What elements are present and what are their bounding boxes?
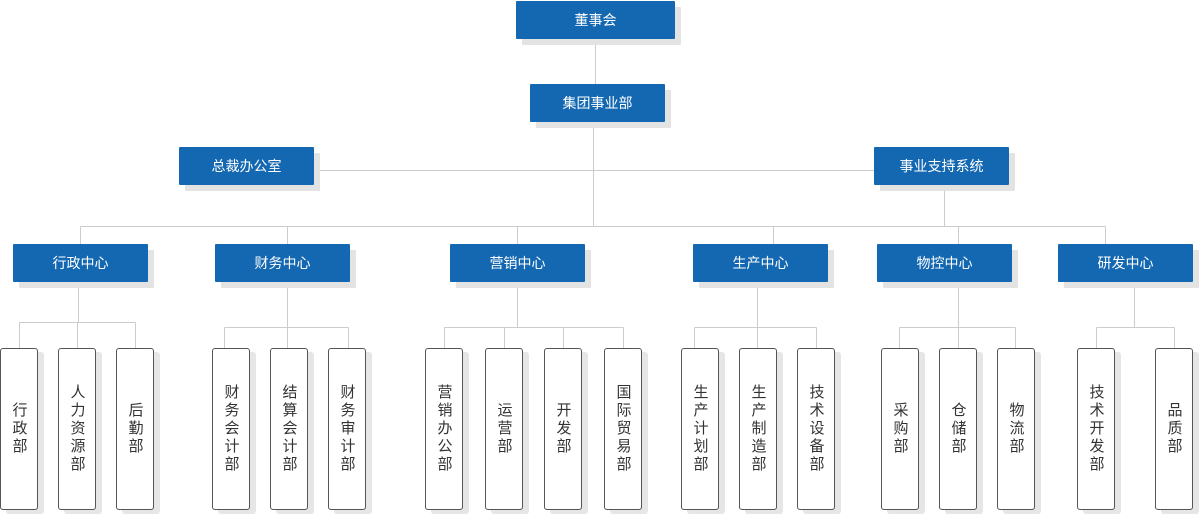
dept-label: 开发部: [554, 402, 573, 456]
dept-box: 营销办公部: [425, 348, 463, 510]
dept-label: 财务会计部: [222, 384, 241, 474]
dept-box: 品质部: [1155, 348, 1193, 510]
board-box: 董事会: [516, 1, 675, 39]
dept-box: 技术开发部: [1077, 348, 1115, 510]
center-label: 物控中心: [916, 256, 973, 272]
dept-label: 运营部: [495, 402, 514, 456]
dept-label: 人力资源部: [68, 384, 87, 474]
dept-label: 物流部: [1007, 402, 1026, 456]
dept-box: 行政部: [0, 348, 38, 510]
dept-box: 人力资源部: [58, 348, 96, 510]
board-label: 董事会: [574, 13, 617, 29]
dept-box: 采购部: [881, 348, 919, 510]
group-division-label: 集团事业部: [562, 96, 633, 112]
dept-label: 营销办公部: [435, 384, 454, 474]
dept-label: 国际贸易部: [614, 384, 633, 474]
dept-label: 技术开发部: [1087, 384, 1106, 474]
dept-box: 财务会计部: [212, 348, 250, 510]
dept-box: 生产计划部: [681, 348, 719, 510]
center-label: 行政中心: [52, 256, 109, 272]
dept-label: 采购部: [891, 402, 910, 456]
center-box-material-control: 物控中心: [877, 244, 1012, 282]
business-support-label: 事业支持系统: [899, 159, 984, 175]
dept-box: 开发部: [544, 348, 582, 510]
dept-box: 物流部: [997, 348, 1035, 510]
dept-label: 仓储部: [949, 402, 968, 456]
center-box-admin: 行政中心: [13, 244, 148, 282]
center-box-finance: 财务中心: [215, 244, 350, 282]
dept-label: 技术设备部: [807, 384, 826, 474]
president-office-box: 总裁办公室: [179, 147, 314, 185]
center-box-rnd: 研发中心: [1058, 244, 1193, 282]
group-division-box: 集团事业部: [530, 84, 665, 122]
president-office-label: 总裁办公室: [211, 159, 282, 175]
dept-label: 品质部: [1165, 402, 1184, 456]
dept-box: 后勤部: [116, 348, 154, 510]
center-label: 生产中心: [732, 256, 789, 272]
center-box-marketing: 营销中心: [450, 244, 585, 282]
dept-label: 后勤部: [126, 402, 145, 456]
center-label: 研发中心: [1097, 256, 1154, 272]
dept-label: 生产计划部: [691, 384, 710, 474]
dept-label: 结算会计部: [280, 384, 299, 474]
dept-box: 仓储部: [939, 348, 977, 510]
center-label: 营销中心: [489, 256, 546, 272]
dept-box: 结算会计部: [270, 348, 308, 510]
dept-box: 技术设备部: [797, 348, 835, 510]
dept-label: 财务审计部: [338, 384, 357, 474]
dept-box: 财务审计部: [328, 348, 366, 510]
business-support-box: 事业支持系统: [874, 147, 1009, 185]
dept-box: 国际贸易部: [604, 348, 642, 510]
dept-box: 运营部: [485, 348, 523, 510]
dept-label: 生产制造部: [749, 384, 768, 474]
center-label: 财务中心: [254, 256, 311, 272]
center-box-production: 生产中心: [693, 244, 828, 282]
dept-box: 生产制造部: [739, 348, 777, 510]
dept-label: 行政部: [10, 402, 29, 456]
